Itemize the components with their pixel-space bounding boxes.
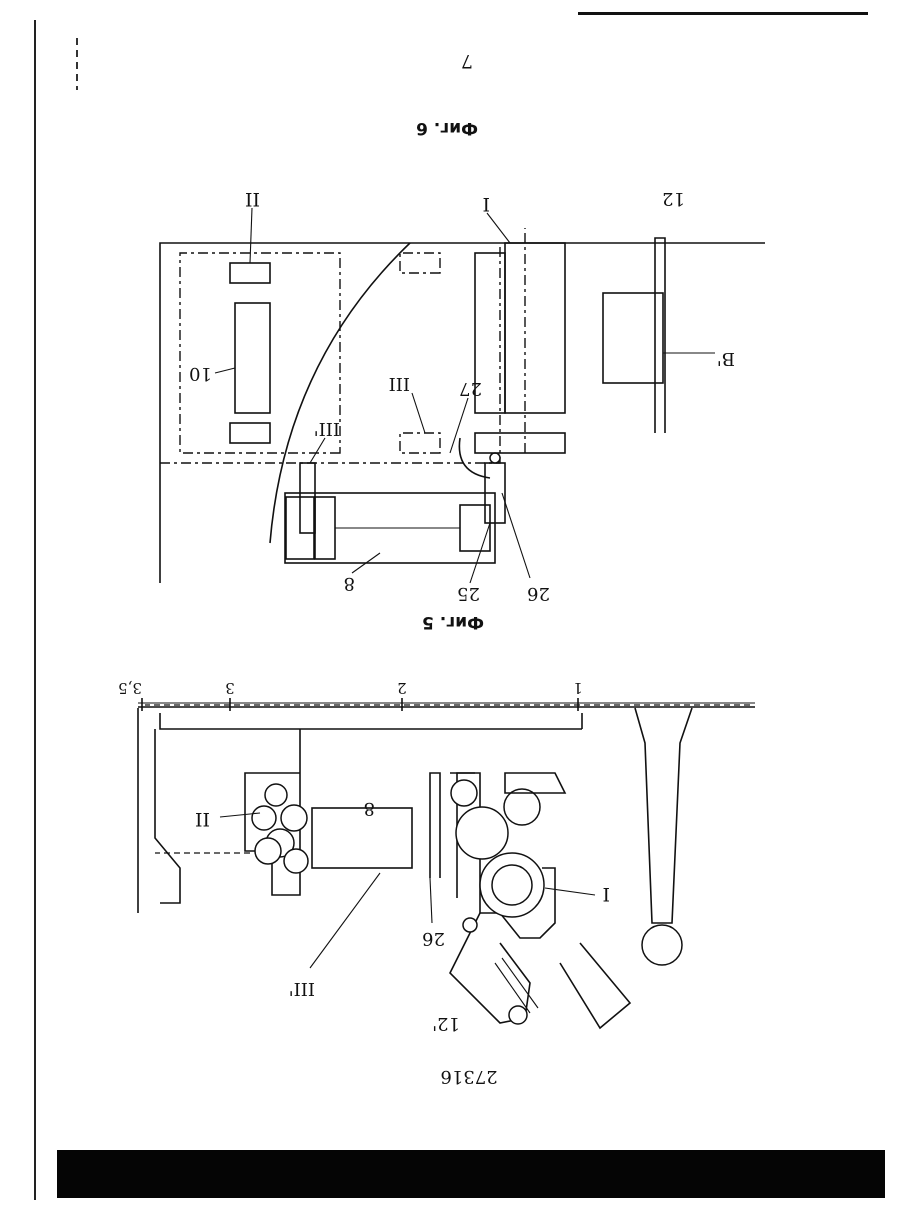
- fig5-label-8: 8: [364, 798, 375, 819]
- fig6-roller-10: [235, 303, 270, 413]
- fig5-label-IIIp: III': [289, 978, 315, 999]
- fig6-drum-8-flange: [315, 497, 335, 559]
- fig5-arm-bars-2: [502, 958, 538, 1008]
- fig5-leader-IIIp: [310, 873, 380, 968]
- roller-ii-3: [255, 838, 281, 864]
- fig6-IIIp-roller: [300, 463, 315, 533]
- fig6-label-B: B': [717, 348, 735, 369]
- roller-ii-4: [281, 805, 307, 831]
- fig6-label-10: 10: [189, 363, 212, 384]
- drum-I-2: [456, 807, 508, 859]
- fig5-pivot-x-2: [509, 1006, 527, 1024]
- frame-top: [160, 713, 582, 729]
- fig6-roller-10-foot: [230, 423, 270, 443]
- figure-6: 8 25 26 27 III': [160, 188, 765, 604]
- fig5-caption: Фиг. 5: [422, 612, 484, 632]
- fig6-roller-10-head: [230, 263, 270, 283]
- fig6-label-8: 8: [344, 573, 355, 594]
- fig6-roller-I-base: [475, 433, 565, 453]
- fig5-block-8: [312, 808, 412, 868]
- fig6-caption: Фиг. 6: [416, 118, 478, 138]
- fig6-label-III: III: [389, 373, 410, 394]
- frame-ii-outline: [155, 729, 180, 903]
- roller-ii-6: [265, 784, 287, 806]
- scale-label-3: 3: [225, 679, 235, 697]
- fig6-label-I: I: [482, 193, 490, 215]
- fig6-label-26: 26: [527, 583, 550, 604]
- fig6-label-12: 12: [662, 188, 685, 209]
- figure-5: 1 2 3 3,5 II: [118, 679, 755, 1034]
- scale-label-2: 2: [397, 679, 407, 697]
- fig6-leader-25: [470, 523, 490, 583]
- drum-I-inner: [492, 865, 532, 905]
- roller-ii-2: [284, 849, 308, 873]
- fig5-label-26: 26: [422, 928, 445, 949]
- fig5-label-I: I: [602, 883, 610, 905]
- fig5-conveyor: [635, 708, 692, 923]
- fig6-unit-25-pivot: [490, 453, 500, 463]
- fig6-leader-I: [487, 213, 510, 243]
- fig6-label-27: 27: [459, 378, 482, 399]
- fig6-leader-10: [215, 368, 235, 373]
- fig6-III-block-a: [400, 433, 440, 453]
- fig5-leader-I: [545, 888, 595, 895]
- scale-label-1: 1: [573, 679, 583, 697]
- fig6-label-II: II: [245, 188, 260, 210]
- fig5-ball: [642, 925, 682, 965]
- fig6-leader-III: [412, 393, 425, 433]
- fig6-leader-26: [502, 493, 530, 578]
- fig5-leader-26: [430, 878, 432, 923]
- fig5-label-12p: 12': [432, 1013, 460, 1034]
- roller-ii-5: [252, 806, 276, 830]
- fig6-block-B: [603, 293, 663, 383]
- document-number: 27316: [440, 1066, 497, 1087]
- scale-label-3-5: 3,5: [118, 679, 142, 697]
- drum-I-3: [504, 789, 540, 825]
- drum-I-4: [451, 780, 477, 806]
- fig6-roller-I-main: [505, 243, 565, 413]
- fig6-III-block-b: [400, 253, 440, 273]
- page-number: 7: [461, 50, 473, 72]
- fig6-label-25: 25: [457, 583, 480, 604]
- top-unit: [505, 773, 565, 793]
- fig5-feeder: [560, 943, 630, 1028]
- fig5-arm-bars: [495, 963, 530, 1013]
- fig6-label-IIIp: III': [314, 418, 340, 439]
- rotated-drawing: 27316 1 2 3 3,5: [118, 50, 765, 1087]
- fig5-label-II: II: [195, 808, 210, 830]
- fig6-leader-IIIp: [310, 438, 325, 463]
- fig6-leader-II: [250, 208, 252, 263]
- fig5-pivot-x: [463, 918, 477, 932]
- fig5-strip-26: [430, 773, 440, 878]
